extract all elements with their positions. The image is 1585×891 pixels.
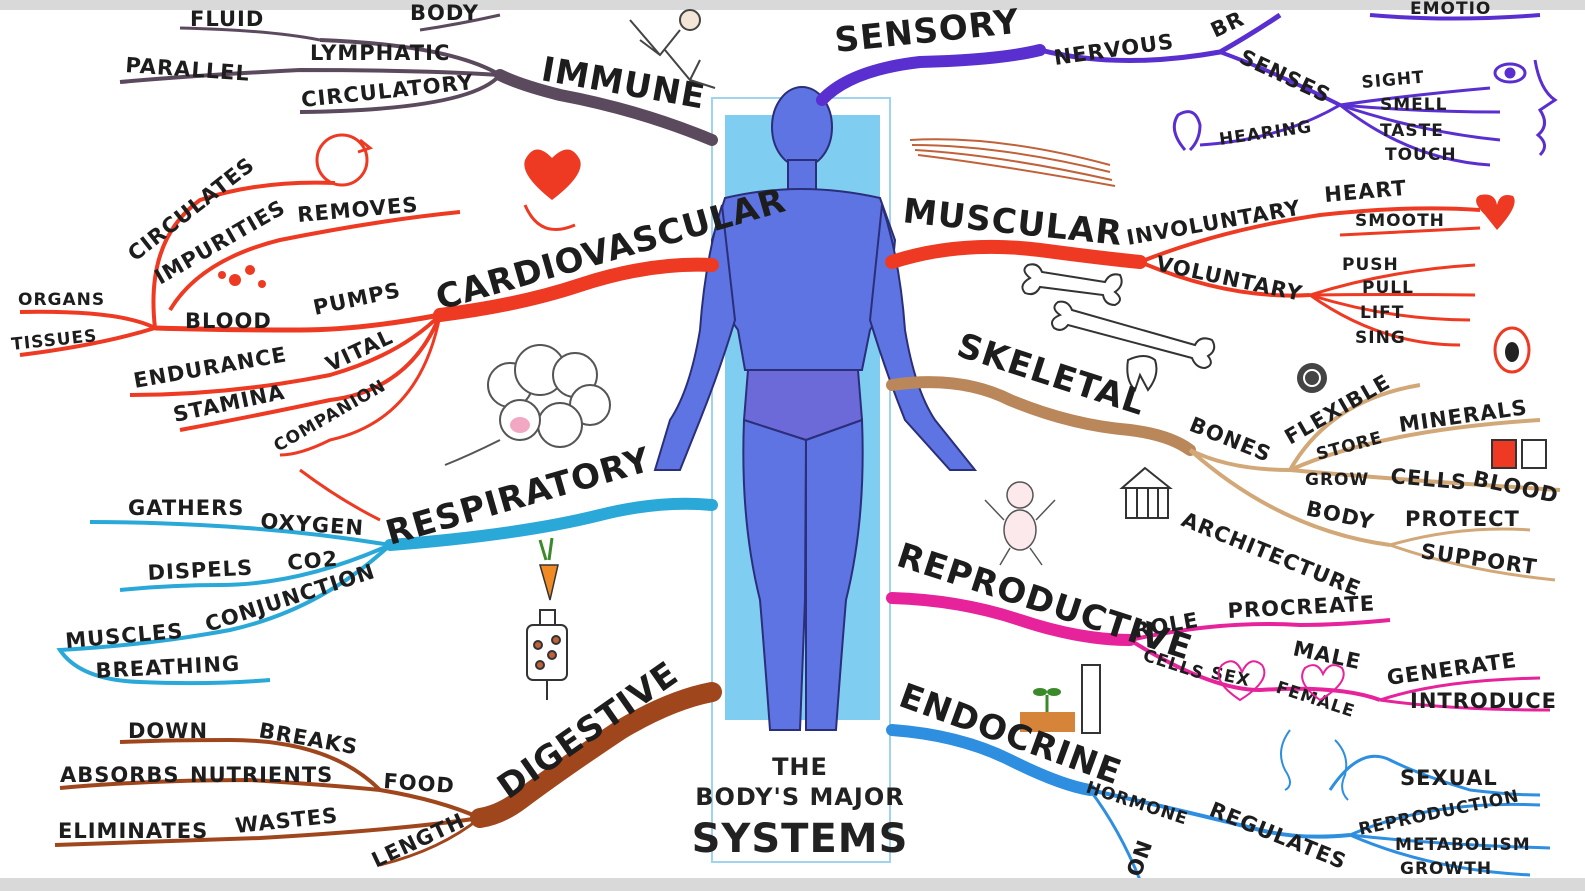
cardio-word-pumps: PUMPS bbox=[311, 278, 403, 320]
house-icon bbox=[1122, 468, 1170, 518]
heart-small-icon bbox=[1476, 194, 1515, 230]
muscular-word-sing: SING bbox=[1355, 328, 1406, 348]
reproductive-word-procreate: PROCREATE bbox=[1227, 591, 1376, 623]
mouth-icon bbox=[1495, 328, 1529, 372]
respiratory-word-gathers: GATHERS bbox=[128, 496, 244, 520]
cardio-word-removes: REMOVES bbox=[296, 192, 419, 226]
immune-word-body: BODY bbox=[410, 1, 479, 25]
muscular-word-pull: PULL bbox=[1362, 278, 1414, 298]
skeletal-word-blood: BLOOD bbox=[1471, 466, 1561, 508]
sensory-word-emotion: EMOTIO bbox=[1410, 0, 1491, 19]
skeletal-word-cells: CELLS bbox=[1390, 464, 1468, 495]
baby-icon bbox=[985, 482, 1055, 565]
endocrine-word-growth: GROWTH bbox=[1400, 859, 1492, 879]
heart-icon bbox=[524, 149, 580, 229]
immune-word-lymphatic: LYMPHATIC bbox=[310, 41, 450, 65]
endocrine-word-reproduction: REPRODUCTION bbox=[1357, 786, 1521, 840]
skeletal-word-grow: GROW bbox=[1305, 470, 1369, 490]
muscular-word-smooth: SMOOTH bbox=[1355, 211, 1445, 231]
digestive-word-eliminates: ELIMINATES bbox=[58, 819, 208, 843]
sensory-word-senses: SENSES bbox=[1236, 45, 1335, 108]
endocrine-word-on: ON bbox=[1122, 836, 1157, 879]
digestive-word-breaks: BREAKS bbox=[257, 718, 360, 759]
muscle-fibre-icon bbox=[910, 139, 1115, 186]
swatch-icon bbox=[1492, 440, 1546, 468]
digestive-label: DIGESTIVE bbox=[490, 654, 686, 808]
skeletal-word-body: BODY bbox=[1304, 496, 1376, 534]
digestive-word-length: LENGTH bbox=[368, 808, 469, 872]
muscular-word-heart: HEART bbox=[1323, 176, 1408, 207]
center-title-line3: SYSTEMS bbox=[692, 816, 909, 862]
ear-icon bbox=[1174, 112, 1200, 150]
respiratory-word-breathing: BREATHING bbox=[95, 651, 241, 683]
respiratory-word-oxygen: OXYGEN bbox=[260, 509, 365, 540]
respiratory-word-co2: CO2 bbox=[286, 547, 339, 575]
branch-digestive: DIGESTIVE DOWN BREAKS ABSORBS NUTRIENTS … bbox=[55, 654, 712, 873]
sensory-word-taste: TASTE bbox=[1380, 121, 1444, 141]
cell-icon bbox=[1297, 363, 1327, 393]
skeletal-word-store: STORE bbox=[1314, 428, 1385, 465]
respiratory-word-dispels: DISPELS bbox=[147, 555, 254, 584]
face-profile-icon bbox=[1535, 60, 1555, 155]
center-title-line1: THE bbox=[772, 753, 828, 781]
muscular-word-lift: LIFT bbox=[1360, 303, 1404, 323]
skeletal-protect-line bbox=[1390, 529, 1530, 545]
circulation-cycle-icon bbox=[317, 135, 370, 185]
cardio-word-companion: COMPANION bbox=[271, 376, 390, 456]
skeletal-word-protect: PROTECT bbox=[1405, 507, 1520, 531]
eye-icon bbox=[1495, 64, 1525, 82]
reproductive-word-introduce: INTRODUCE bbox=[1410, 689, 1557, 713]
endocrine-word-metabolism: METABOLISM bbox=[1395, 835, 1531, 855]
branch-respiratory: RESPIRATORY GATHERS OXYGEN DISPELS CO2 C… bbox=[60, 345, 712, 700]
center-title-line2: BODY'S MAJOR bbox=[695, 783, 905, 811]
respiratory-word-muscles: MUSCLES bbox=[64, 619, 184, 653]
faces-kiss-icon bbox=[1281, 730, 1348, 800]
sensory-word-sight: SIGHT bbox=[1361, 68, 1426, 93]
cardio-word-blood: BLOOD bbox=[185, 309, 272, 333]
immune-word-circulatory: CIRCULATORY bbox=[300, 70, 475, 112]
skeletal-word-support: SUPPORT bbox=[1419, 539, 1539, 579]
sensory-word-smell: SMELL bbox=[1380, 95, 1447, 115]
skeletal-word-minerals: MINERALS bbox=[1397, 395, 1529, 437]
human-figure-icon bbox=[655, 87, 975, 730]
juicer-icon bbox=[527, 610, 567, 700]
muscular-word-involuntary: INVOLUNTARY bbox=[1125, 196, 1303, 250]
blood-drops-icon bbox=[218, 265, 266, 288]
branch-immune: IMMUNE FLUID BODY LYMPHATIC PARALLEL CIR… bbox=[120, 1, 715, 140]
digestive-word-absorbs: ABSORBS bbox=[60, 763, 180, 787]
cardio-word-vital: VITAL bbox=[322, 325, 397, 377]
bottom-border bbox=[0, 878, 1585, 891]
cloud-lungs-icon bbox=[445, 345, 610, 465]
endocrine-word-sexual: SEXUAL bbox=[1400, 766, 1498, 790]
carrot-icon bbox=[540, 538, 558, 600]
reproductive-word-female: FEMALE bbox=[1273, 678, 1357, 722]
branch-skeletal: SKELETAL BONES FLEXIBLE STORE MINERALS G… bbox=[892, 326, 1561, 602]
muscular-word-push: PUSH bbox=[1342, 255, 1399, 275]
digestive-word-down: DOWN bbox=[128, 719, 208, 743]
immune-word-fluid: FLUID bbox=[190, 7, 264, 31]
cardio-word-organs: ORGANS bbox=[18, 290, 105, 310]
cardio-organs-line bbox=[20, 312, 155, 328]
muscular-word-voluntary: VOLUNTARY bbox=[1154, 251, 1305, 305]
digestive-word-nutrients: NUTRIENTS bbox=[190, 763, 333, 787]
sensory-word-touch: TOUCH bbox=[1385, 145, 1457, 165]
digestive-word-food: FOOD bbox=[383, 769, 456, 798]
sensory-word-nervous: NERVOUS bbox=[1052, 29, 1175, 70]
reproductive-word-sex: SEX bbox=[1209, 663, 1252, 691]
sensory-word-hearing: HEARING bbox=[1218, 117, 1313, 150]
